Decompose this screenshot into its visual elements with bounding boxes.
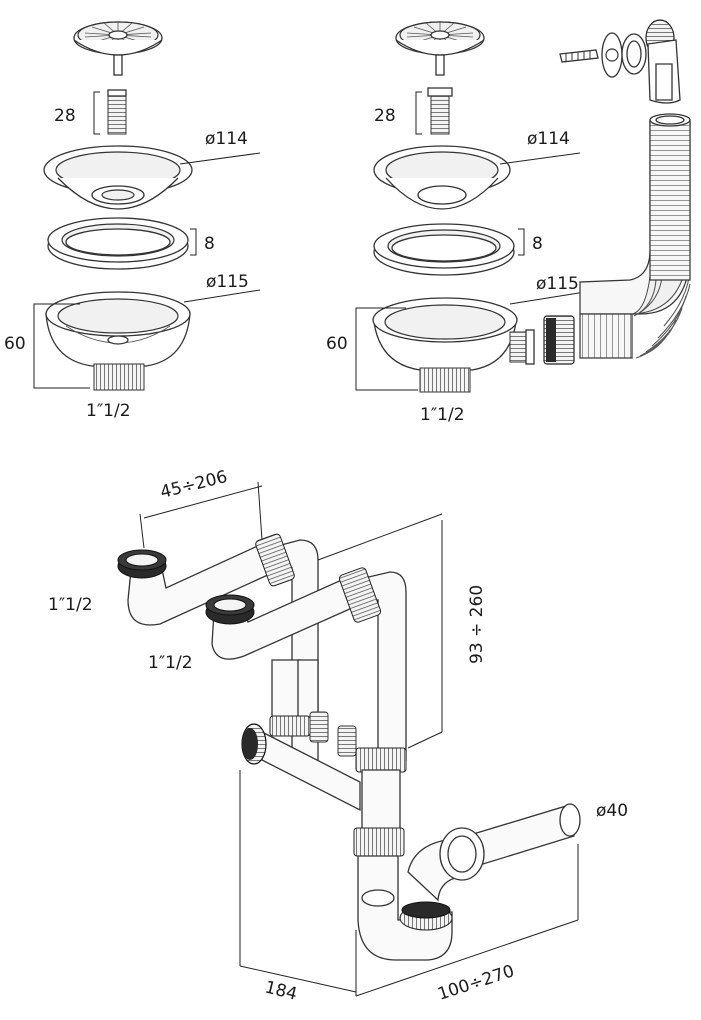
- left-body-diameter-label: ø115: [206, 272, 249, 292]
- inlet-spacing-dimension: [139, 481, 263, 549]
- left-strainer-height-label: 28: [54, 106, 76, 126]
- left-flange-thickness-label: 8: [204, 234, 215, 254]
- right-thread-label: 1″1/2: [420, 405, 465, 425]
- trap-height-label: 93 ÷ 260: [467, 585, 487, 664]
- right-strainer-height-label: 28: [374, 106, 396, 126]
- bottom-dimensions: [239, 770, 579, 997]
- collecting-tee: [241, 711, 361, 812]
- left-body: [45, 291, 191, 391]
- right-flange-thickness-label: 8: [532, 234, 543, 254]
- left-screw: [107, 89, 127, 135]
- left-flange-ring: [47, 217, 189, 270]
- left-basket-diameter-label: ø114: [205, 129, 248, 149]
- right-strainer-plug: [395, 21, 485, 76]
- right-total-height-label: 60: [326, 334, 348, 354]
- inlet-nut-1: [117, 549, 167, 579]
- right-flange-ring: [373, 223, 515, 276]
- right-waste-assembly: 28 ø114 8 ø115 60 1″1/: [326, 19, 691, 425]
- right-screw: [427, 87, 453, 135]
- outlet-pipe: [439, 803, 581, 881]
- right-basket-diameter-label: ø114: [527, 129, 570, 149]
- overflow-hose: [543, 113, 691, 365]
- outlet-diameter-label: ø40: [596, 801, 628, 821]
- right-body-diameter-label: ø115: [536, 274, 579, 294]
- right-body-with-overflow: [372, 297, 535, 393]
- left-waste-assembly: 28 ø114 8 ø115: [4, 21, 261, 421]
- left-strainer-plug: [73, 21, 163, 76]
- trap-depth-label: 184: [263, 977, 299, 1004]
- inlet-nut-2: [205, 594, 255, 625]
- left-thread-label: 1″1/2: [86, 401, 131, 421]
- left-total-height-label: 60: [4, 334, 26, 354]
- left-basket: [43, 145, 193, 210]
- height-dimension: [317, 513, 443, 749]
- right-basket: [373, 145, 511, 210]
- inlet-thread-1-label: 1″1/2: [48, 595, 93, 615]
- outlet-length-label: 100÷270: [435, 961, 516, 1004]
- double-trap-assembly: 45÷206 1″1/2 1″1/2 93 ÷ 260: [48, 467, 628, 1005]
- inlet-thread-2-label: 1″1/2: [148, 653, 193, 673]
- overflow-fitting: [559, 19, 681, 104]
